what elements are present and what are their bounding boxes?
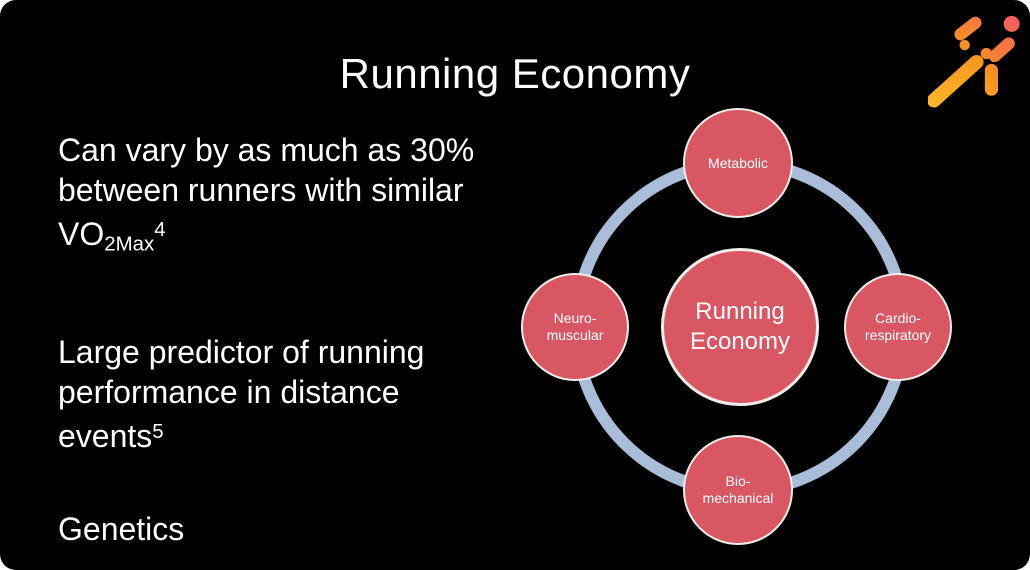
diagram-node-running-economy: Running Economy: [661, 248, 819, 406]
text-line: between runners with similar: [58, 172, 464, 208]
citation-superscript: 5: [152, 420, 164, 444]
diagram-node-biomechanical: Bio- mechanical: [683, 435, 793, 545]
node-label-line: Neuro-: [553, 310, 597, 326]
node-label-line: respiratory: [864, 327, 932, 343]
node-label-line: Economy: [689, 328, 791, 355]
logo-arm-capsule: [988, 37, 1015, 63]
logo-arm-capsule: [954, 16, 982, 41]
node-label-line: Cardio-: [875, 310, 921, 326]
node-label-line: muscular: [546, 327, 604, 343]
text-line: Large predictor of running: [58, 334, 425, 371]
text-line: Can vary by as much as 30%: [58, 132, 475, 168]
diagram-node-cardiorespiratory: Cardio- respiratory: [844, 273, 952, 381]
node-label-line: Running: [695, 298, 785, 325]
text-line: performance in distance: [58, 374, 400, 411]
text-base: events: [58, 418, 153, 455]
page-title: Running Economy: [339, 50, 691, 97]
bullet-predictor: Large predictor of running performance i…: [58, 332, 558, 456]
diagram-node-neuromuscular: Neuro- muscular: [521, 273, 629, 381]
formula-base: VO: [58, 216, 105, 253]
logo-leg-capsule: [928, 54, 984, 108]
node-label-line: mechanical: [702, 490, 774, 506]
runner-logo-icon: [928, 15, 1020, 108]
bullet-genetics: Genetics: [58, 510, 185, 547]
logo-head-dot: [1003, 15, 1020, 32]
node-label-line: Metabolic: [708, 154, 768, 171]
logo-joint-dot: [959, 39, 970, 51]
text-line-with-citation: events5: [58, 412, 558, 456]
logo-mid-capsule: [984, 63, 999, 96]
formula-vo2max: VO2Max4: [58, 210, 558, 264]
body-text: Can vary by as much as 30% between runne…: [58, 130, 558, 549]
diagram-node-metabolic: Metabolic: [683, 108, 793, 218]
node-label-line: Bio-: [725, 473, 751, 489]
bullet-variability: Can vary by as much as 30% between runne…: [58, 130, 558, 264]
formula-subscript: 2Max: [104, 232, 155, 256]
citation-superscript: 4: [154, 218, 166, 241]
